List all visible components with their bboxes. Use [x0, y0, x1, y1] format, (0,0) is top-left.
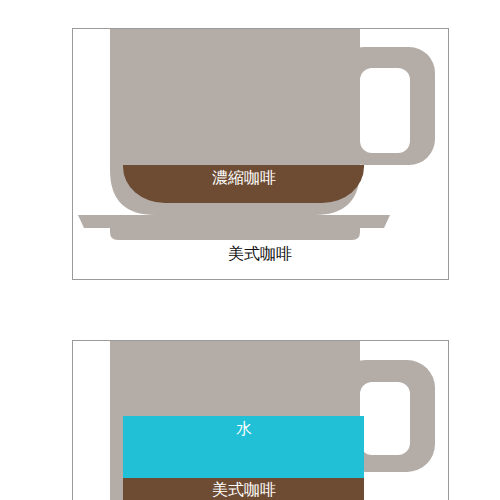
layer-label: 水 — [123, 419, 364, 439]
layer-label: 美式咖啡 — [123, 480, 364, 500]
coffee-layer: 美式咖啡 — [123, 478, 364, 500]
handle-hole — [360, 68, 410, 153]
espresso-layer: 濃縮咖啡 — [123, 165, 364, 203]
water-layer: 水 — [123, 416, 364, 478]
panel-frame — [73, 29, 449, 280]
handle-hole — [360, 382, 410, 455]
panel-frame — [73, 341, 449, 500]
saucer-base — [110, 226, 360, 240]
caption-label: 美式咖啡 — [228, 244, 292, 264]
layer-label: 濃縮咖啡 — [123, 168, 364, 188]
